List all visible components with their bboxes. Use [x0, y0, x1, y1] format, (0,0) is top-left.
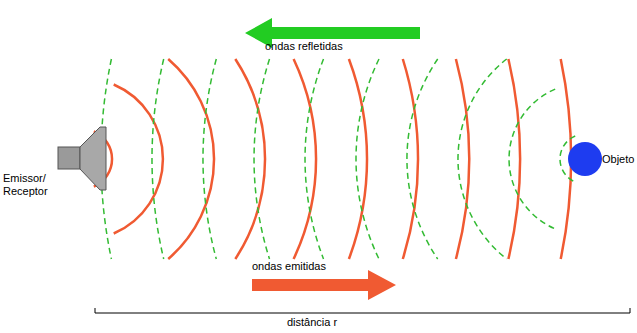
object-label: Objeto: [602, 153, 634, 166]
emitted-wave: [508, 59, 520, 259]
distance-label: distância r: [287, 316, 337, 329]
emitted-arrow: [252, 270, 396, 300]
wave-label: ondas refletidas: [265, 40, 343, 53]
wave-arcs: [94, 59, 575, 259]
emitted-wave: [168, 59, 214, 259]
reflected-wave: [203, 59, 216, 259]
reflected-wave: [305, 59, 323, 259]
reflected-wave: [356, 59, 379, 259]
reflected-wave: [509, 89, 555, 229]
speaker-cone: [80, 127, 106, 190]
reflected-wave: [254, 59, 269, 259]
emitted-wave: [349, 59, 367, 259]
wave-label: ondas emitidas: [252, 260, 326, 273]
object-ball: [568, 142, 602, 176]
distance-bracket: [95, 308, 630, 313]
reflected-wave: [458, 59, 507, 259]
emitted-wave: [235, 59, 265, 259]
reflected-wave: [407, 59, 438, 259]
emitted-wave: [403, 59, 418, 259]
device-label: Emissor/ Receptor: [3, 172, 55, 197]
reflected-wave: [152, 59, 164, 259]
speaker-body: [58, 147, 80, 169]
